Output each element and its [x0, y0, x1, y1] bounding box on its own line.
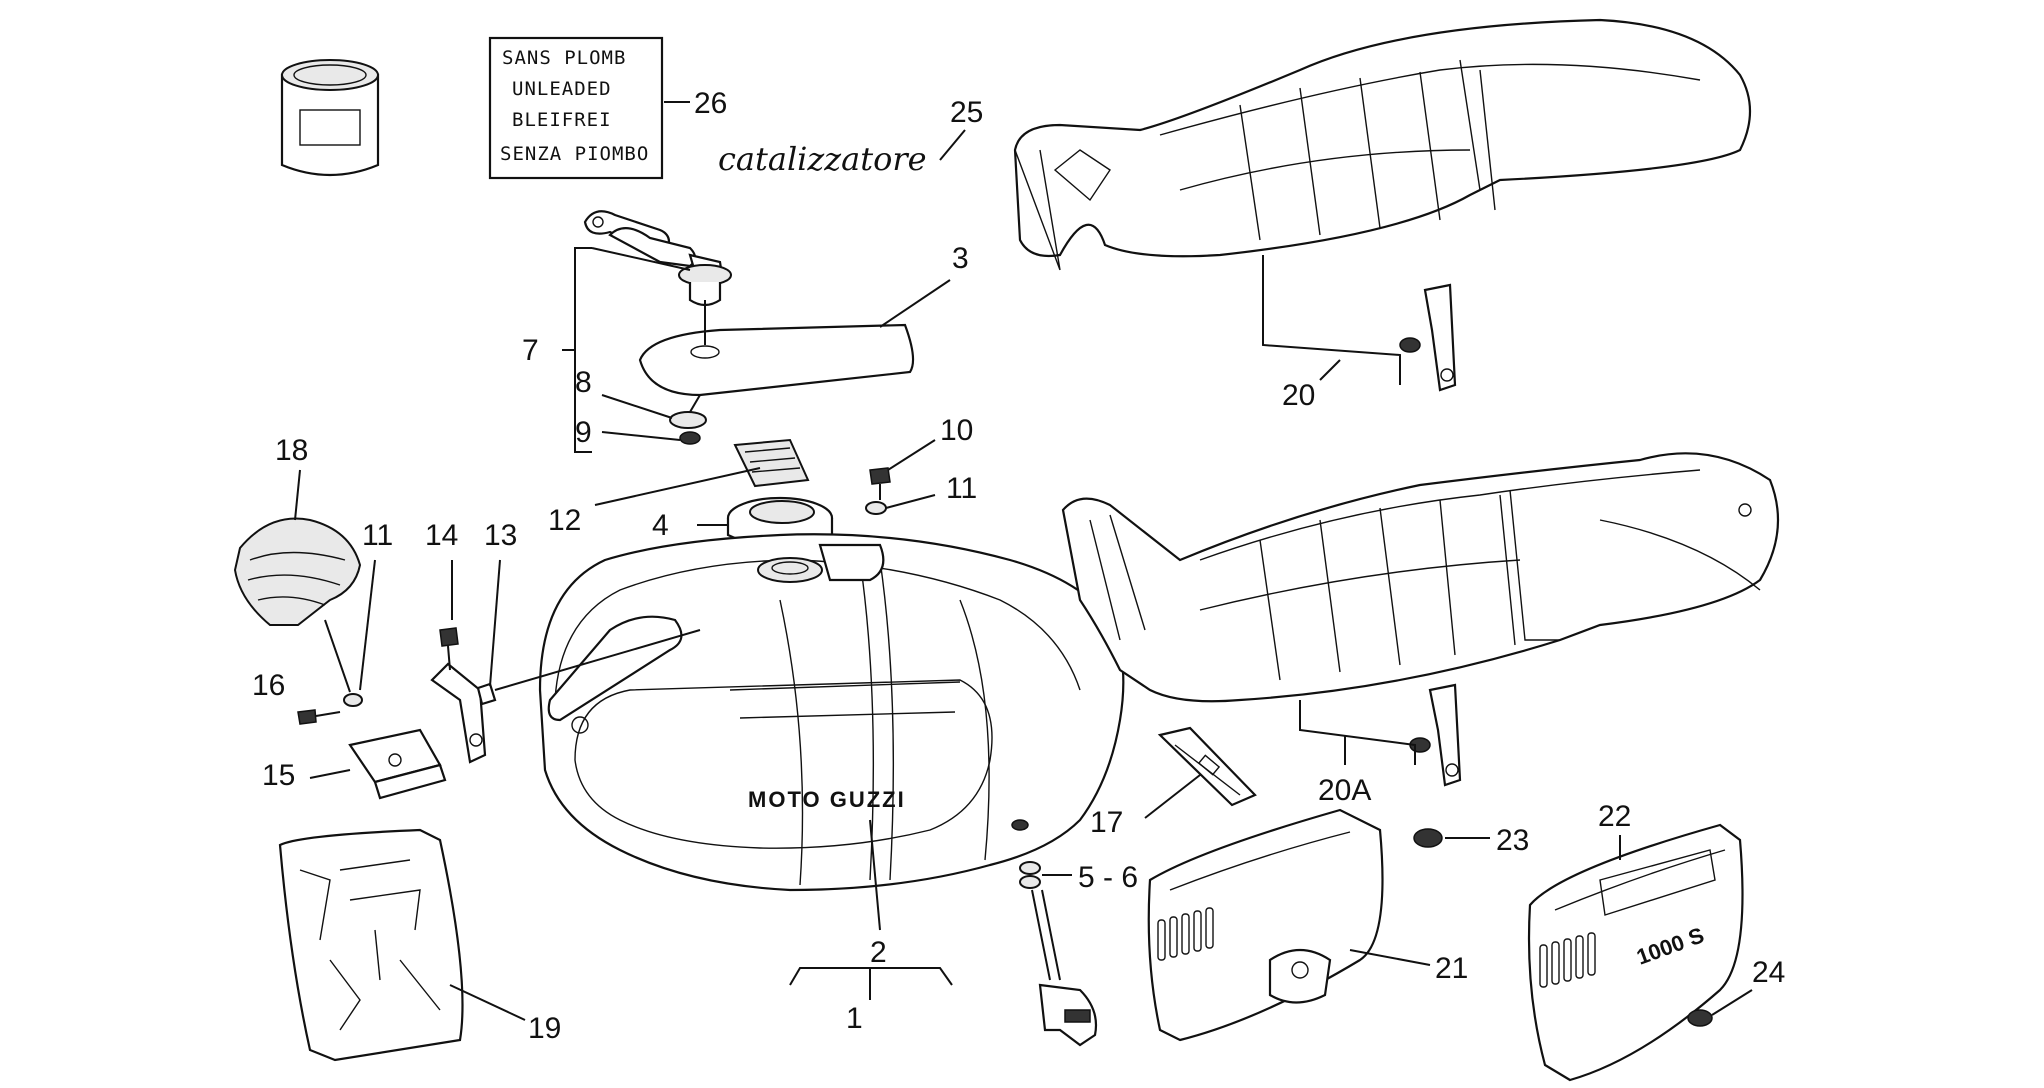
callout-16: 16	[252, 669, 285, 702]
callout-26: 26	[694, 87, 727, 120]
paint-tin	[280, 59, 380, 177]
vent-slots-right	[1539, 932, 1596, 988]
seat-bracket-dual	[1409, 683, 1462, 787]
callout-11-left: 11	[362, 519, 393, 552]
tank-strap	[1157, 726, 1257, 807]
tank-mounting-bracket	[430, 627, 497, 764]
rubber-pad	[233, 517, 362, 626]
callout-25: 25	[950, 96, 983, 129]
washer-and-nut	[669, 411, 707, 445]
callout-8: 8	[575, 366, 592, 399]
fuel-label-line-2: UNLEADED	[512, 78, 612, 100]
cover-nut	[1687, 1009, 1713, 1027]
callout-13: 13	[484, 519, 517, 552]
fuel-label-line-3: BLEIFREI	[512, 109, 612, 131]
fuel-label-line-4: SENZA PIOMBO	[500, 143, 649, 165]
callout-15: 15	[262, 759, 295, 792]
callout-1: 1	[846, 1002, 863, 1035]
fuel-tap	[1019, 861, 1098, 1047]
callout-21: 21	[1435, 952, 1468, 985]
bracket-clamp	[297, 693, 447, 800]
callout-22: 22	[1598, 800, 1631, 833]
callout-20a: 20A	[1318, 774, 1371, 807]
tank-lock-with-keys	[583, 210, 732, 307]
callout-23: 23	[1496, 824, 1529, 857]
callout-7: 7	[522, 334, 539, 367]
decal-bag	[278, 828, 464, 1062]
filler-cover-plate	[638, 323, 915, 397]
callout-5-6: 5 - 6	[1078, 861, 1138, 894]
callout-12: 12	[548, 504, 581, 537]
callout-19: 19	[528, 1012, 561, 1045]
callout-9: 9	[575, 416, 592, 449]
fuel-tank: MOTO GUZZI	[538, 533, 1125, 892]
callout-17: 17	[1090, 806, 1123, 839]
tank-brand-logo: MOTO GUZZI	[748, 787, 906, 812]
catalizzatore-script: catalizzatore	[718, 140, 927, 178]
side-cover-left	[1147, 808, 1384, 1042]
seat-bracket-single	[1399, 283, 1457, 392]
seat-dual	[1061, 452, 1780, 703]
callout-14: 14	[425, 519, 458, 552]
rubber-grommet	[1413, 828, 1443, 848]
fuel-label-line-1: SANS PLOMB	[502, 47, 626, 69]
callout-10: 10	[940, 414, 973, 447]
unleaded-fuel-label: SANS PLOMB UNLEADED BLEIFREI SENZA PIOMB…	[488, 36, 664, 180]
vent-slots-left	[1157, 907, 1214, 961]
seat-single	[1013, 18, 1752, 271]
callout-4: 4	[652, 509, 669, 542]
callout-18: 18	[275, 434, 308, 467]
callout-20: 20	[1282, 379, 1315, 412]
callout-24: 24	[1752, 956, 1785, 989]
callout-2: 2	[870, 936, 887, 969]
callout-11-top: 11	[946, 472, 977, 505]
side-cover-right: 1000 S	[1527, 823, 1744, 1082]
filler-gasket-pad	[733, 438, 810, 488]
callout-3: 3	[952, 242, 969, 275]
